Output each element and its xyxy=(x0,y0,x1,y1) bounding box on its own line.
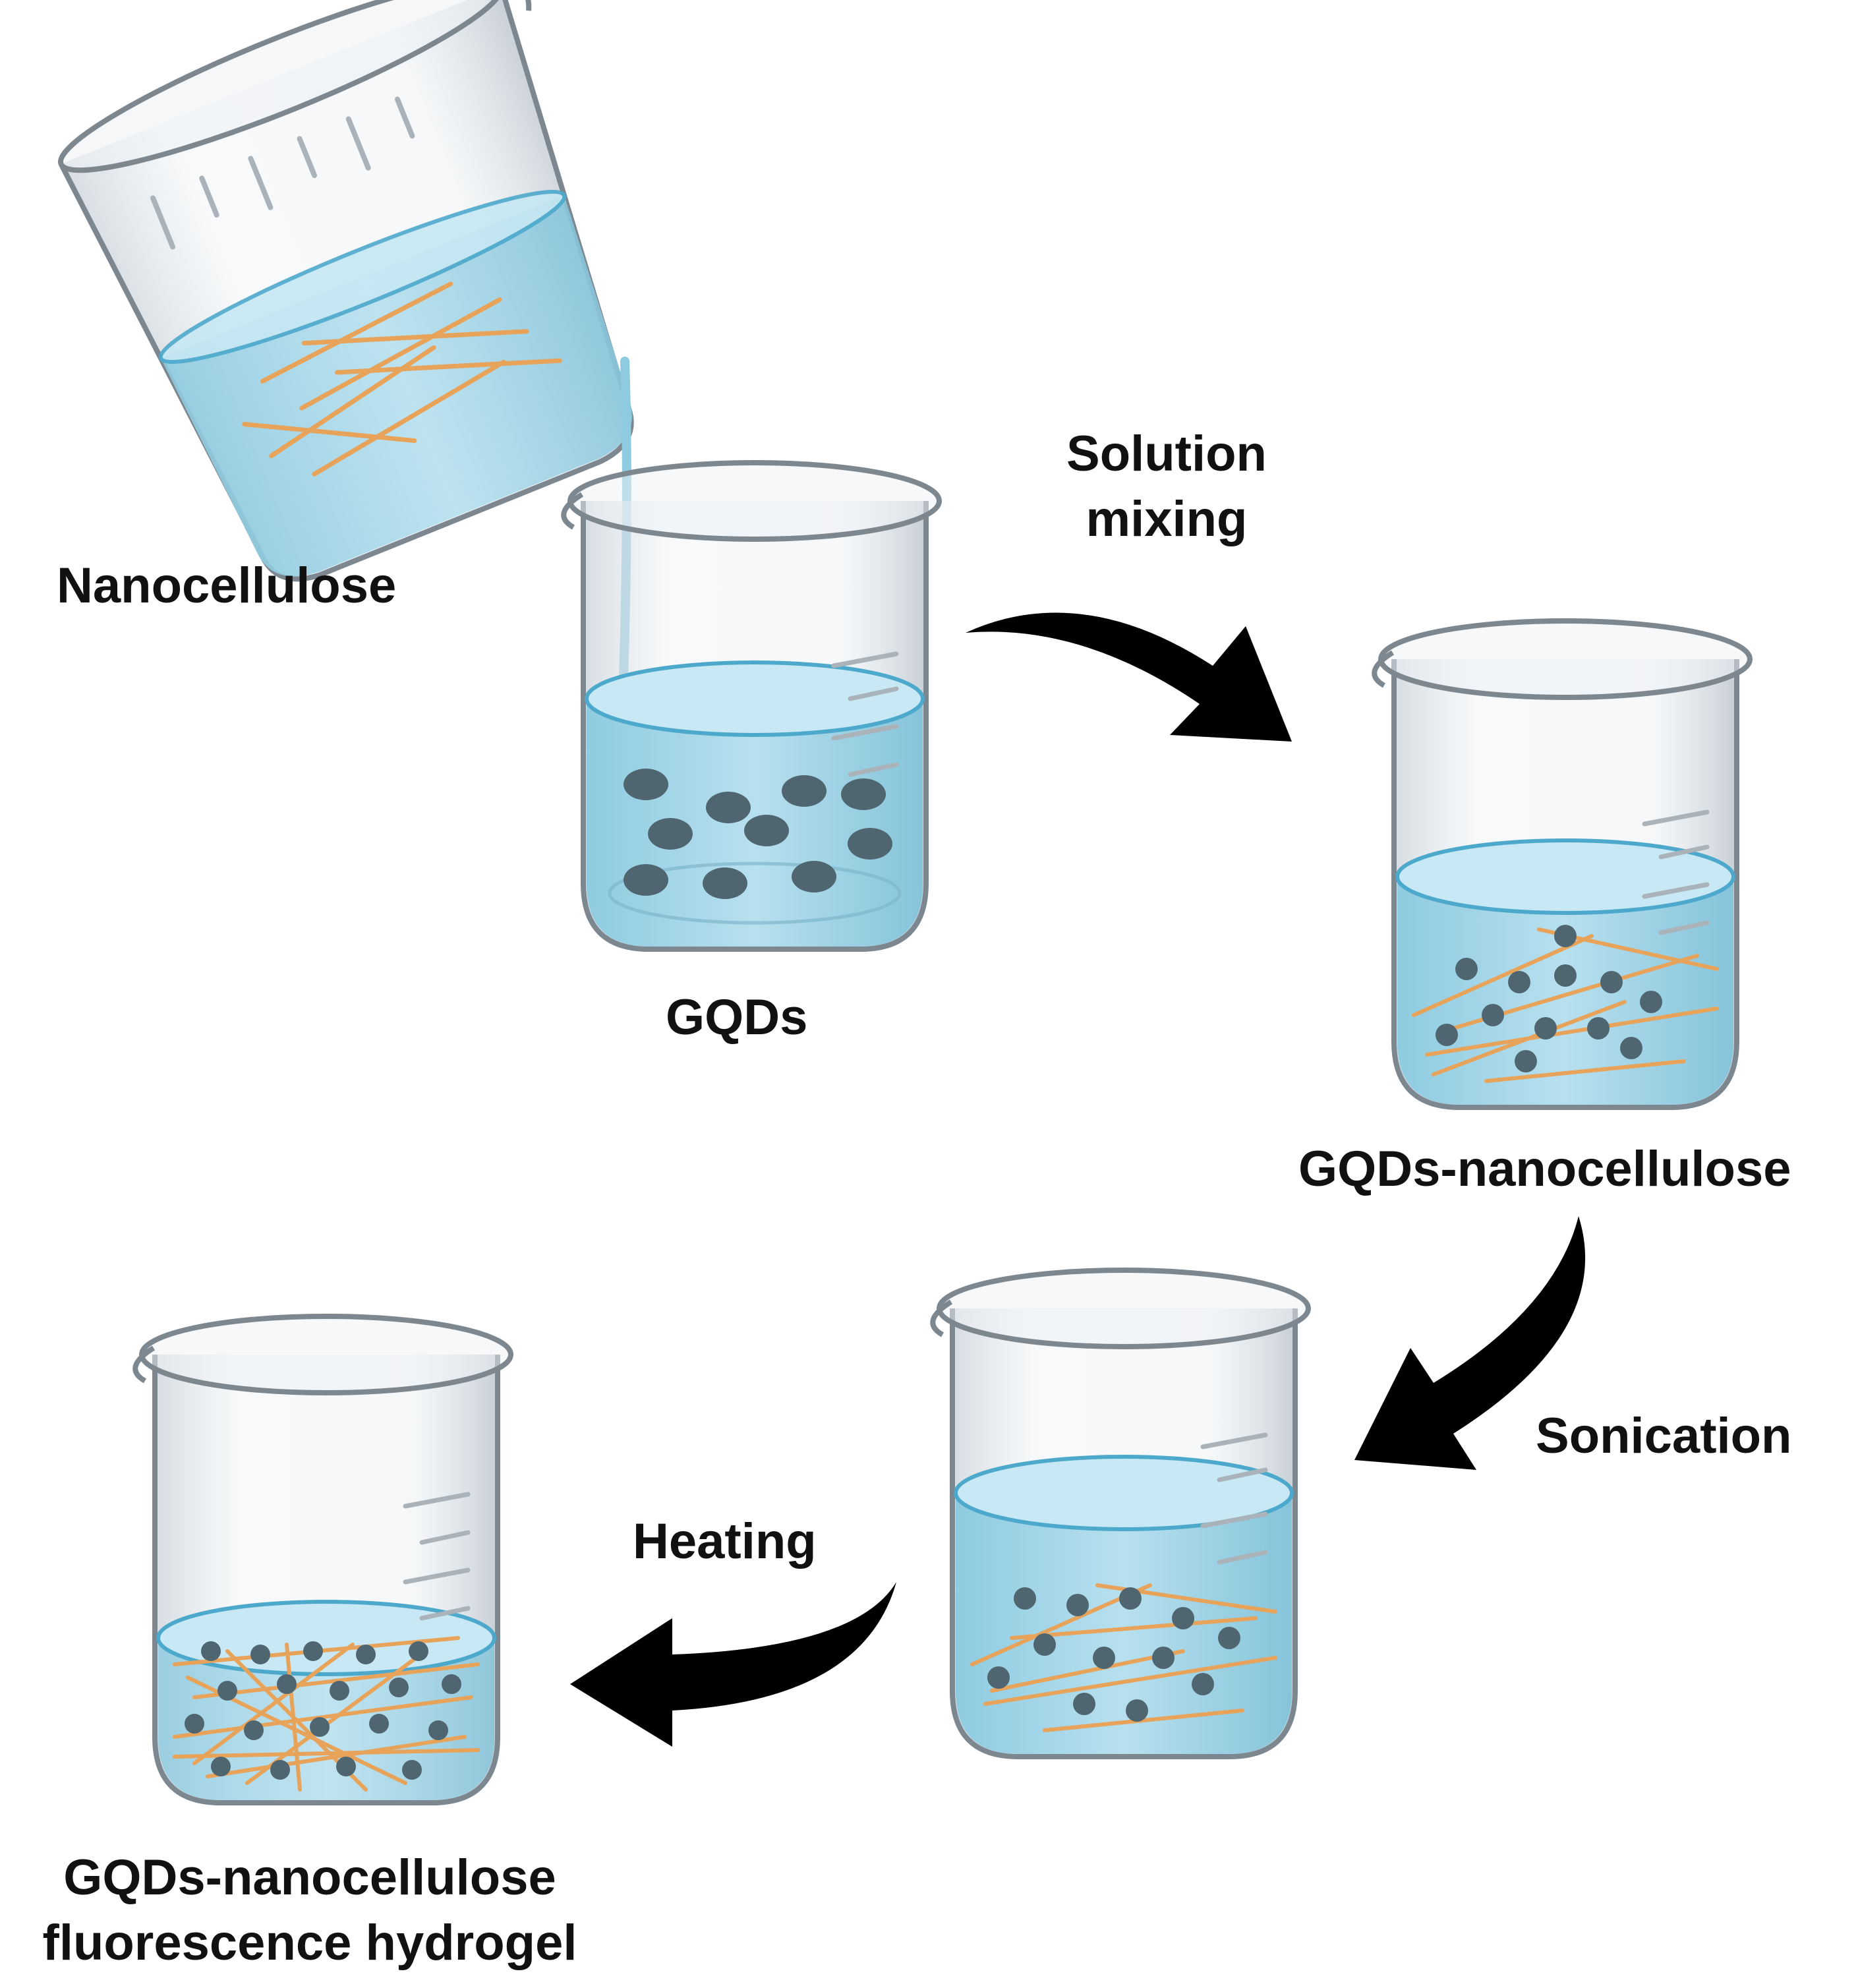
solution-mixing-line-2: mixing xyxy=(1086,490,1248,547)
sonication-label: Sonication xyxy=(1536,1408,1792,1464)
solution-mixing-label: Solution mixing xyxy=(1028,422,1305,552)
nanocellulose-label: Nanocellulose xyxy=(57,558,397,614)
heating-label: Heating xyxy=(633,1513,817,1569)
gqds-nanocellulose-beaker xyxy=(1372,618,1753,1110)
gqds-beaker xyxy=(561,460,942,952)
pouring-beaker xyxy=(57,0,634,582)
gqds-nanocellulose-label: GQDs-nanocellulose xyxy=(1298,1141,1791,1197)
arrow-solution-mixing xyxy=(966,612,1292,742)
fiber-group xyxy=(242,281,562,477)
arrow-heating xyxy=(570,1582,896,1747)
hydrogel-line-2: fluorescence hydrogel xyxy=(42,1914,577,1971)
arrow-sonication xyxy=(1354,1216,1586,1470)
sonicated-beaker xyxy=(930,1268,1311,1759)
hydrogel-line-1: GQDs-nanocellulose xyxy=(63,1850,556,1906)
gqds-label: GQDs xyxy=(666,989,808,1045)
solution-mixing-line-1: Solution xyxy=(1066,426,1267,482)
gqd-dot-group xyxy=(624,769,892,899)
hydrogel-label: GQDs-nanocellulose fluorescence hydrogel xyxy=(7,1846,613,1976)
nanocellulose-liquid xyxy=(161,195,633,577)
hydrogel-beaker xyxy=(132,1314,513,1805)
